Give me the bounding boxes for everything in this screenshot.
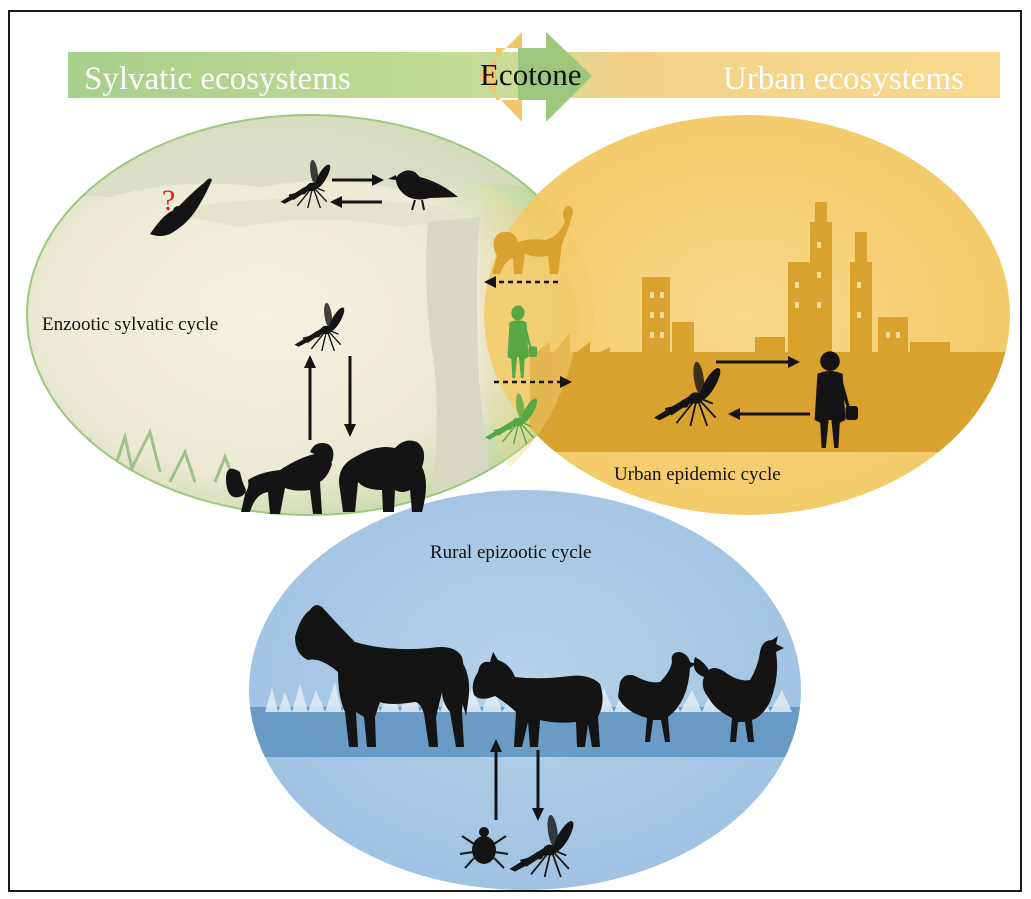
city-skyline bbox=[530, 202, 1010, 452]
bird-icon bbox=[388, 170, 458, 211]
figure-frame: Sylvatic ecosystems Ecotone Urban ecosys… bbox=[8, 10, 1022, 892]
sylvatic-ecosystems-label: Sylvatic ecosystems bbox=[84, 61, 351, 97]
gorilla-icon bbox=[339, 440, 426, 512]
rooster-icon bbox=[693, 636, 784, 742]
sylvatic-primate-mosquito-arrows bbox=[304, 355, 356, 440]
question-mark: ? bbox=[162, 184, 175, 217]
urban-ecosystems-label: Urban ecosystems bbox=[723, 61, 964, 97]
rural-epizootic-cycle-label: Rural epizootic cycle bbox=[430, 542, 591, 563]
baboon-icon bbox=[225, 443, 334, 514]
bat-icon bbox=[150, 178, 212, 236]
transmission-cycle-diagram: Sylvatic ecosystems Ecotone Urban ecosys… bbox=[26, 32, 1010, 890]
monkey-icon bbox=[492, 206, 573, 274]
tree-icon bbox=[426, 217, 500, 515]
urban-cycle-ellipse bbox=[484, 115, 1010, 515]
tick-icon bbox=[459, 827, 509, 869]
ecotone-dashed-arrows bbox=[484, 276, 572, 388]
horse-icon bbox=[295, 605, 470, 747]
ecotone-label: Ecotone bbox=[480, 57, 582, 92]
ecotone-double-arrow-icon bbox=[478, 32, 592, 122]
urban-epidemic-cycle-label: Urban epidemic cycle bbox=[614, 464, 781, 485]
sylvatic-mosquito-bird-arrows bbox=[330, 174, 384, 208]
enzootic-sylvatic-cycle-label: Enzootic sylvatic cycle bbox=[42, 314, 218, 335]
rural-animal-vector-arrows bbox=[490, 739, 544, 821]
urban-mosquito-human-arrows bbox=[716, 356, 810, 420]
donkey-icon bbox=[472, 652, 603, 747]
hen-icon bbox=[618, 652, 696, 742]
